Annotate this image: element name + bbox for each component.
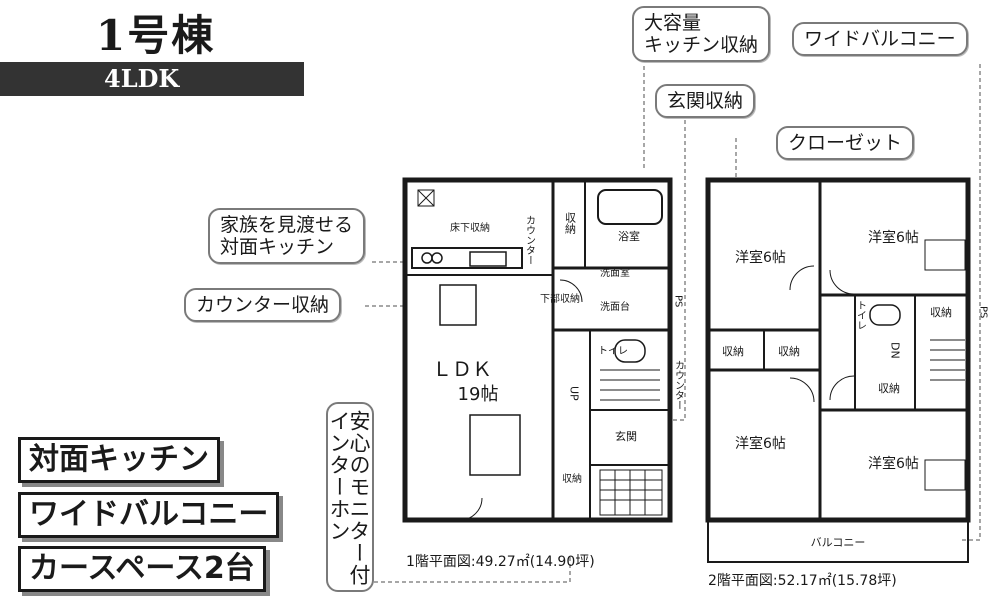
callout-wide-balcony: ワイドバルコニー xyxy=(792,22,968,56)
floor1-caption: 1階平面図:49.27㎡(14.90坪) xyxy=(406,554,595,570)
balcony-label: バルコニー xyxy=(811,536,866,549)
toilet-label: トイレ xyxy=(598,346,628,357)
bath-label: 浴室 xyxy=(618,229,640,243)
plan-type-label: 4LDK xyxy=(104,64,180,93)
building-title: 1号棟 xyxy=(96,11,216,60)
callout-closet-text: クローゼット xyxy=(788,132,903,154)
floor1-plan xyxy=(402,177,673,523)
feature-face-kitchen: 対面キッチン xyxy=(18,437,220,483)
ldk-size: 19帖 xyxy=(458,384,499,405)
callout-family-kitchen: 家族を見渡せる 対面キッチン xyxy=(208,208,366,264)
callout-kitchen-storage-text: 大容量 キッチン収納 xyxy=(644,12,759,56)
ldk-label: ＬＤＫ xyxy=(432,357,492,381)
room-se-label: 洋室6帖 xyxy=(868,455,919,472)
callout-kitchen-storage: 大容量 キッチン収納 xyxy=(632,6,771,62)
storage-a-label: 収納 xyxy=(722,345,744,358)
callout-counter-storage: カウンター収納 xyxy=(184,288,342,322)
callout-intercom: 安心のモニター付 インターホン xyxy=(326,402,374,592)
floor2-caption: 2階平面図:52.17㎡(15.78坪) xyxy=(708,573,897,589)
floor2-plan xyxy=(705,177,971,563)
up-label: UP xyxy=(568,386,581,401)
counter2-label: カウンター xyxy=(673,360,685,410)
toilet2-label: トイレ xyxy=(855,300,867,330)
storage-b-label: 収納 xyxy=(778,345,800,358)
storage2-label: 収納 xyxy=(562,472,582,485)
wash-label: 洗面室 xyxy=(600,266,630,279)
counter-label: カウンター xyxy=(524,215,536,265)
storage-d-label: 収納 xyxy=(878,382,900,395)
entrance-label: 玄関 xyxy=(615,429,637,443)
room-sw-label: 洋室6帖 xyxy=(735,435,786,452)
callout-intercom-col2: インターホン xyxy=(327,410,351,542)
storage-c-label: 収納 xyxy=(930,306,952,319)
storage-label: 収納 xyxy=(564,212,577,235)
callout-closet: クローゼット xyxy=(776,126,915,160)
lower-storage-label: 下部収納 xyxy=(540,292,580,305)
ps2-label: PS xyxy=(978,306,989,318)
callout-wide-balcony-text: ワイドバルコニー xyxy=(804,28,956,50)
room-ne-label: 洋室6帖 xyxy=(868,229,919,246)
callout-counter-storage-text: カウンター収納 xyxy=(196,294,330,316)
room-nw-label: 洋室6帖 xyxy=(735,249,786,266)
plan-type-banner: 4LDK xyxy=(0,62,304,96)
callout-family-kitchen-text: 家族を見渡せる 対面キッチン xyxy=(220,214,354,258)
ps1-label: PS xyxy=(673,295,684,307)
feature-wide-balcony: ワイドバルコニー xyxy=(18,492,280,538)
callout-intercom-col1: 安心のモニター付 xyxy=(347,410,371,586)
callout-entrance-storage: 玄関収納 xyxy=(655,84,756,118)
dn-label: DN xyxy=(889,342,902,359)
floor-storage-label: 床下収納 xyxy=(450,221,490,234)
callout-entrance-storage-text: 玄関収納 xyxy=(667,90,744,112)
wash-counter-label: 洗面台 xyxy=(600,300,630,313)
feature-car-space: カースペース2台 xyxy=(18,546,266,592)
